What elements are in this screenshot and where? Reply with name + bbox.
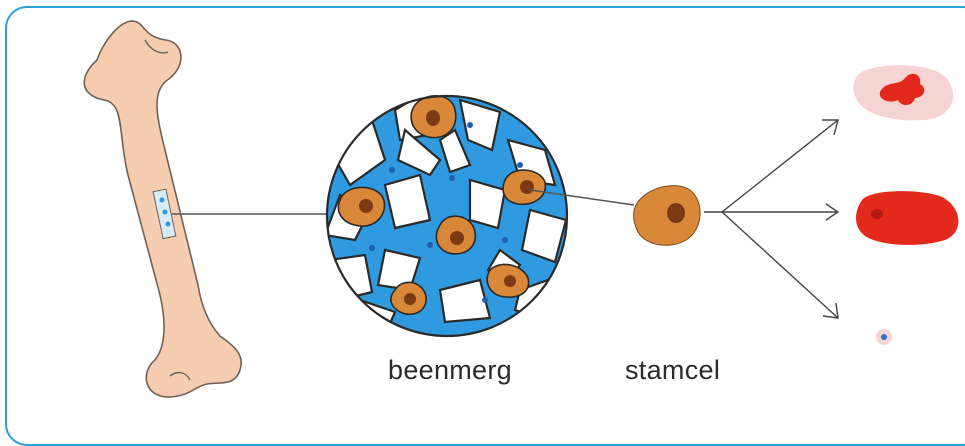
bone-icon — [84, 21, 241, 397]
marrow-label: beenmerg — [388, 355, 512, 386]
arrow-icon — [722, 120, 838, 318]
white-blood-cell-icon — [854, 65, 954, 120]
red-blood-cell-icon — [856, 191, 958, 245]
stem-cell-icon — [634, 186, 701, 246]
platelet-icon — [876, 329, 892, 345]
marrow-magnifier-icon — [325, 95, 567, 336]
stem-cell-label: stamcel — [625, 355, 720, 386]
